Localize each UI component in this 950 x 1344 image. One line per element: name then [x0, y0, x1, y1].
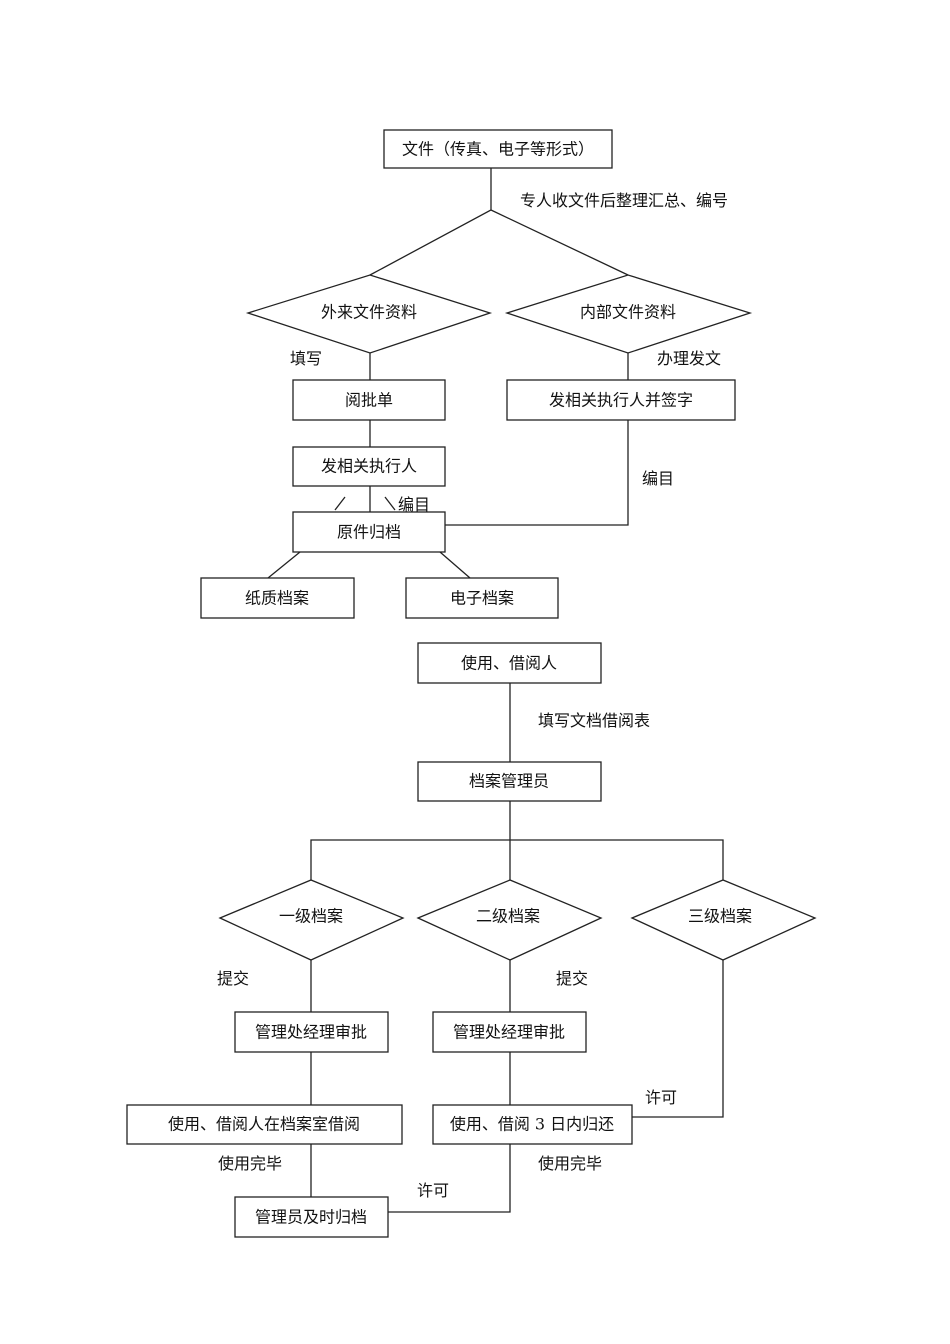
approve-label-1: 管理处经理审批: [255, 1023, 367, 1042]
decision-level2: 二级档案: [416, 879, 603, 961]
electronic-label: 电子档案: [450, 589, 514, 608]
borrow-room-box: 使用、借阅人在档案室借阅: [126, 1104, 403, 1145]
refile-box: 管理员及时归档: [234, 1196, 389, 1238]
level1-label: 一级档案: [279, 907, 343, 926]
refile-label: 管理员及时归档: [255, 1208, 367, 1227]
approval-form-box: 阅批单: [292, 379, 446, 421]
electronic-archive-box: 电子档案: [405, 577, 559, 619]
permit-label-bottom: 许可: [417, 1181, 449, 1200]
permit-label-right: 许可: [645, 1088, 677, 1107]
fill-label: 填写: [290, 349, 322, 368]
start-label: 文件（传真、电子等形式）: [402, 140, 594, 159]
decision-internal: 内部文件资料: [504, 274, 753, 354]
decision-external: 外来文件资料: [245, 274, 493, 354]
receive-label: 专人收文件后整理汇总、编号: [520, 191, 728, 210]
form-label: 填写文档借阅表: [538, 711, 650, 730]
admin-label: 档案管理员: [469, 772, 549, 791]
approve-box-2: 管理处经理审批: [432, 1011, 587, 1053]
submit-label-1: 提交: [217, 969, 249, 988]
archive-box: 原件归档: [292, 511, 446, 553]
borrow-return-box: 使用、借阅 3 日内归还: [432, 1104, 633, 1145]
send-sign-label: 发相关执行人并签字: [549, 391, 693, 410]
done-label-2: 使用完毕: [538, 1154, 602, 1173]
paper-archive-box: 纸质档案: [200, 577, 355, 619]
paper-label: 纸质档案: [245, 589, 309, 608]
external-label: 外来文件资料: [321, 303, 417, 322]
flow1-connectors: [267, 168, 629, 579]
done-label-1: 使用完毕: [218, 1154, 282, 1173]
flow2-connectors: [310, 683, 724, 1213]
borrow-return-label: 使用、借阅 3 日内归还: [450, 1115, 614, 1134]
send-label: 发相关执行人: [321, 457, 417, 476]
approval-form-label: 阅批单: [345, 391, 393, 410]
internal-label: 内部文件资料: [580, 303, 676, 322]
send-box: 发相关执行人: [292, 446, 446, 487]
level2-label: 二级档案: [476, 907, 540, 926]
user-label: 使用、借阅人: [461, 654, 557, 673]
borrow-room-label: 使用、借阅人在档案室借阅: [168, 1115, 360, 1134]
catalog-label-left: 编目: [398, 495, 430, 514]
user-box: 使用、借阅人: [417, 642, 602, 684]
decision-level3: 三级档案: [630, 879, 817, 961]
send-sign-box: 发相关执行人并签字: [506, 379, 736, 421]
level3-label: 三级档案: [688, 907, 752, 926]
decision-level1: 一级档案: [218, 879, 405, 961]
catalog-label-right: 编目: [642, 469, 674, 488]
approve-label-2: 管理处经理审批: [453, 1023, 565, 1042]
admin-box: 档案管理员: [417, 761, 602, 802]
approve-box-1: 管理处经理审批: [234, 1011, 389, 1053]
submit-label-2: 提交: [556, 969, 588, 988]
issue-label: 办理发文: [657, 349, 721, 368]
start-box: 文件（传真、电子等形式）: [383, 129, 613, 169]
archive-label: 原件归档: [337, 523, 401, 542]
